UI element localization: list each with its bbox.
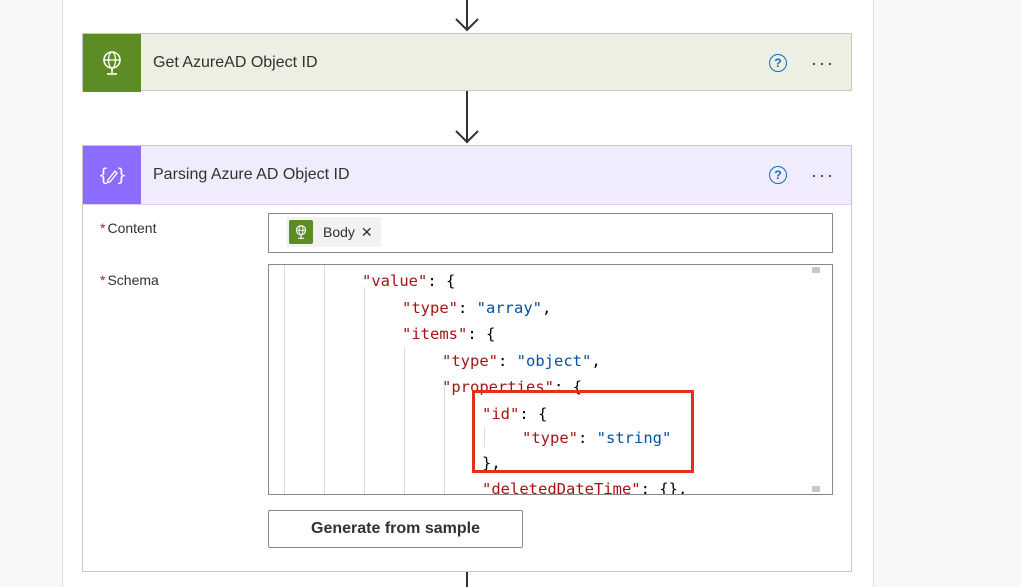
indent-guide bbox=[404, 347, 405, 494]
schema-label-text: Schema bbox=[107, 272, 159, 288]
data-operation-icon: { } bbox=[83, 146, 141, 204]
scrollbar-thumb-top[interactable] bbox=[812, 267, 820, 273]
content-label-text: Content bbox=[107, 220, 157, 236]
code-line: "type": "object", bbox=[442, 352, 601, 370]
indent-guide bbox=[284, 265, 285, 494]
step-header[interactable]: { } Parsing Azure AD Object ID ? ··· bbox=[83, 146, 851, 205]
indent-guide bbox=[444, 387, 445, 494]
content-label: *Content bbox=[100, 220, 157, 236]
indent-guide bbox=[484, 427, 485, 447]
schema-editor[interactable]: "value": { "type": "array", "items": { "… bbox=[268, 264, 833, 495]
connector-line bbox=[466, 0, 468, 28]
help-icon[interactable]: ? bbox=[769, 166, 788, 184]
code-line: "value": { bbox=[362, 272, 456, 290]
more-options-icon[interactable]: ··· bbox=[811, 53, 835, 73]
remove-token-icon[interactable]: ✕ bbox=[360, 223, 373, 240]
globe-icon bbox=[289, 220, 313, 244]
step-title: Parsing Azure AD Object ID bbox=[153, 166, 350, 183]
schema-label: *Schema bbox=[100, 272, 159, 288]
highlight-box bbox=[472, 390, 694, 473]
arrow-down-icon bbox=[455, 18, 479, 32]
help-icon[interactable]: ? bbox=[769, 54, 788, 72]
content-input[interactable]: Body ✕ bbox=[268, 213, 833, 253]
step-header[interactable]: Get AzureAD Object ID ? ··· bbox=[83, 34, 851, 92]
code-line: "items": { bbox=[402, 325, 496, 343]
required-marker: * bbox=[100, 220, 106, 236]
indent-guide bbox=[364, 287, 365, 494]
connector-line bbox=[466, 572, 468, 587]
required-marker: * bbox=[100, 272, 106, 288]
more-options-icon[interactable]: ··· bbox=[811, 165, 835, 185]
token-label: Body bbox=[323, 224, 355, 240]
code-line: "type": "array", bbox=[402, 299, 552, 317]
code-line: }, bbox=[482, 454, 501, 472]
connector-line bbox=[466, 91, 468, 143]
indent-guide bbox=[324, 265, 325, 494]
code-line: "id": { bbox=[482, 405, 548, 423]
arrow-down-icon bbox=[455, 130, 479, 144]
code-line: "deletedDateTime": {}, bbox=[482, 480, 688, 495]
body-token[interactable]: Body ✕ bbox=[286, 217, 381, 247]
generate-from-sample-button[interactable]: Generate from sample bbox=[268, 510, 523, 548]
svg-text:{: { bbox=[98, 165, 109, 186]
code-line: "type": "string" bbox=[522, 429, 672, 447]
step-title: Get AzureAD Object ID bbox=[153, 54, 318, 71]
globe-icon bbox=[83, 34, 141, 92]
svg-text:}: } bbox=[116, 165, 127, 186]
step-card-get-azuread[interactable]: Get AzureAD Object ID ? ··· bbox=[82, 33, 852, 92]
scrollbar-thumb-bottom[interactable] bbox=[812, 486, 820, 492]
